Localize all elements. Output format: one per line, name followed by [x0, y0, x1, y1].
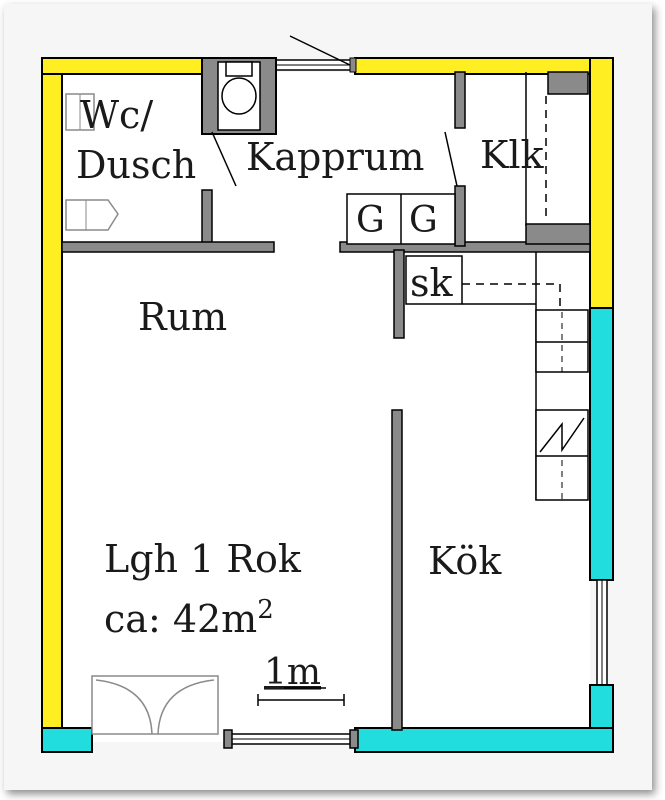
exterior-wall-bottom-right [354, 727, 614, 753]
wall-klk-left [454, 185, 466, 247]
wc-door-swing [211, 131, 237, 187]
exterior-wall-top-left [41, 57, 203, 75]
wall-wc-kapprum [201, 189, 213, 251]
room-label-dusch: Dusch [76, 143, 196, 187]
toilet-shaft [201, 57, 277, 135]
exterior-wall-left [41, 57, 63, 731]
klk-door-swing [444, 131, 458, 187]
exterior-wall-right-upper [589, 57, 614, 309]
apartment-area: ca: 42m2 [104, 595, 274, 641]
window-right [596, 579, 608, 686]
room-label-kok: Kök [428, 539, 502, 583]
bathroom-sink [65, 93, 95, 131]
stove [535, 409, 589, 501]
klk-closet [525, 71, 591, 245]
exterior-wall-right-lower [589, 307, 614, 581]
fixture-label-sk: sk [410, 261, 454, 305]
room-label-wc: Wc/ [80, 93, 153, 137]
scale-label: 1m [264, 652, 321, 693]
area-prefix: ca: 42m [104, 597, 257, 641]
window-bottom [223, 729, 359, 749]
wardrobe-cabinets [346, 193, 456, 245]
room-label-rum: Rum [138, 295, 227, 339]
wall-klk-top-stub [454, 71, 466, 129]
floor-area [60, 72, 590, 742]
fridge [535, 309, 589, 373]
sk-cabinet [405, 255, 463, 305]
fixture-label-g1: G [356, 200, 385, 241]
room-label-klk: Klk [480, 133, 545, 177]
exterior-wall-bottom-left [41, 727, 93, 753]
double-door [91, 675, 219, 735]
fixture-label-g2: G [409, 200, 438, 241]
entrance-door-jamb [349, 57, 357, 73]
entrance-door-swing [289, 35, 353, 67]
wall-rum-kok-upper [393, 249, 405, 339]
apartment-title: Lgh 1 Rok [104, 537, 302, 581]
wall-rum-kok-lower [391, 409, 403, 731]
room-label-kapprum: Kapprum [246, 135, 424, 179]
scale-bar [257, 694, 345, 706]
wall-wc-bottom [61, 241, 275, 253]
area-exponent: 2 [257, 595, 274, 625]
shower-tray [65, 199, 119, 231]
